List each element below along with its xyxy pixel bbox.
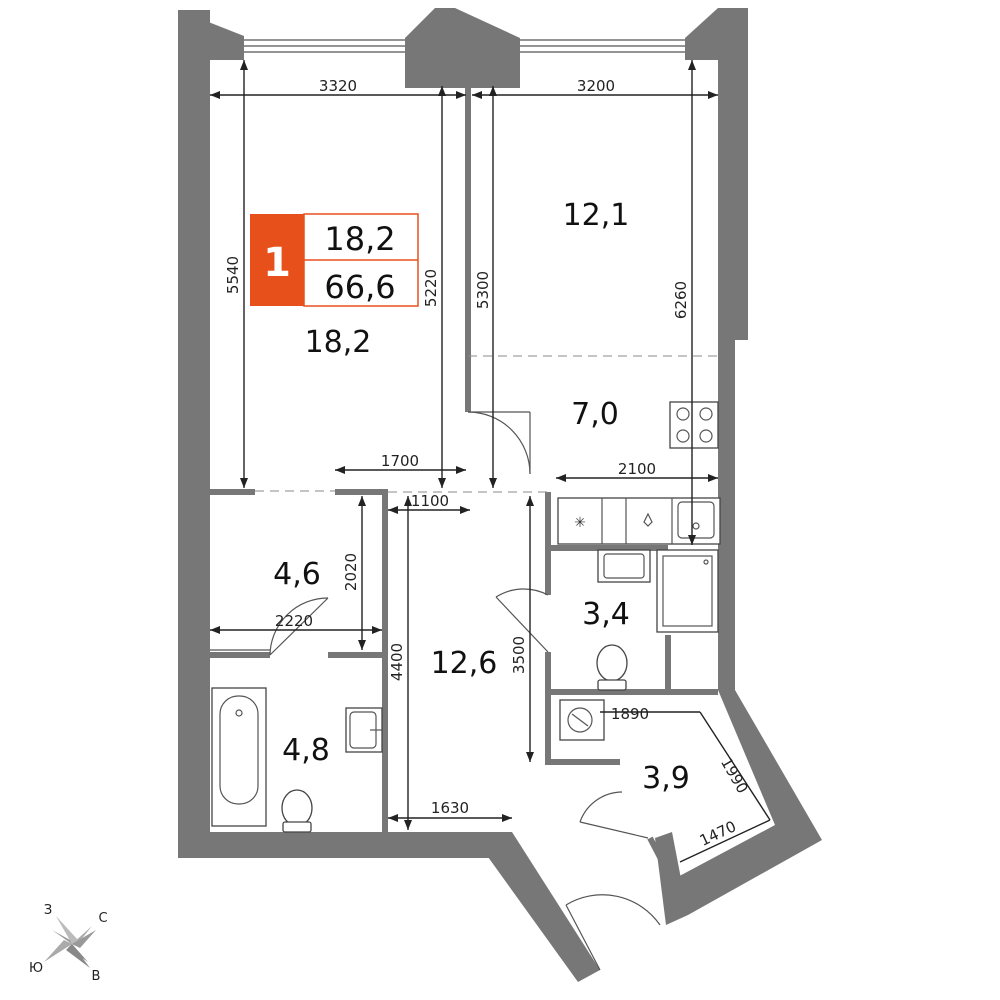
badge-total-area: 66,6 bbox=[324, 268, 395, 306]
compass-west: З bbox=[44, 903, 52, 918]
dim-bedroom-width: 3200 bbox=[577, 77, 615, 95]
dim-wardrobe-depth: 1990 bbox=[717, 754, 752, 796]
compass-south: Ю bbox=[29, 961, 43, 976]
dim-storage-height: 2020 bbox=[342, 553, 360, 591]
kitchen-sink-icon bbox=[677, 501, 715, 539]
door-storage bbox=[269, 597, 329, 656]
dishwasher-icon bbox=[643, 512, 653, 527]
dim-hall-bottom-width: 1630 bbox=[431, 799, 469, 817]
door-entrance bbox=[565, 894, 661, 971]
dim-living-inner-height: 5220 bbox=[422, 269, 440, 307]
area-wc: 3,4 bbox=[582, 597, 630, 632]
dim-wc-height: 3500 bbox=[510, 636, 528, 674]
badge-room-count: 1 bbox=[263, 240, 291, 286]
washbasin-icon bbox=[597, 549, 651, 583]
interior-partitions bbox=[210, 88, 718, 882]
dim-living-width: 3320 bbox=[319, 77, 357, 95]
stove-icon bbox=[669, 401, 719, 449]
area-living: 18,2 bbox=[305, 325, 372, 360]
toilet-icon bbox=[281, 789, 313, 833]
door-wardrobe bbox=[579, 791, 649, 839]
kitchen-counter: ✳ bbox=[557, 497, 721, 545]
doors bbox=[269, 411, 661, 971]
door-bedroom bbox=[467, 411, 531, 475]
compass-east: В bbox=[92, 969, 101, 984]
room-area-labels: 18,2 12,1 7,0 4,6 4,8 12,6 3,4 3,9 bbox=[273, 198, 690, 796]
bathroom-sink-icon bbox=[345, 707, 383, 753]
area-storage: 4,6 bbox=[273, 557, 321, 592]
wc-fixtures bbox=[559, 549, 719, 741]
dim-kitchen-width: 2100 bbox=[618, 460, 656, 478]
area-kitchen: 7,0 bbox=[571, 397, 619, 432]
boiler-icon bbox=[559, 699, 605, 741]
area-wardrobe: 3,9 bbox=[642, 761, 690, 796]
area-bedroom: 12,1 bbox=[563, 198, 630, 233]
door-wc bbox=[495, 588, 549, 653]
bathtub-icon bbox=[211, 687, 267, 827]
dim-hall-height: 4400 bbox=[388, 643, 406, 681]
windows bbox=[244, 39, 685, 53]
dimension-lines bbox=[210, 60, 771, 863]
compass-north: С bbox=[98, 911, 107, 926]
dim-living-lower-width: 1700 bbox=[381, 452, 419, 470]
dim-bedroom-height: 5300 bbox=[474, 271, 492, 309]
area-bathroom: 4,8 bbox=[282, 733, 330, 768]
compass-icon: З С Ю В bbox=[29, 903, 108, 984]
dim-living-height: 5540 bbox=[224, 256, 242, 294]
toilet-icon bbox=[596, 644, 628, 691]
shower-tray-icon bbox=[656, 549, 719, 633]
exterior-walls bbox=[178, 8, 822, 982]
room-separators bbox=[255, 355, 718, 493]
dim-hall-top-width: 1100 bbox=[411, 492, 449, 510]
badge-living-area: 18,2 bbox=[324, 220, 395, 258]
area-hall: 12,6 bbox=[431, 646, 498, 681]
dim-storage-width: 2220 bbox=[275, 612, 313, 630]
fridge-icon: ✳ bbox=[574, 515, 586, 531]
badge-accent bbox=[250, 214, 304, 306]
dim-wardrobe-width: 1890 bbox=[611, 705, 649, 723]
dim-right-height: 6260 bbox=[672, 281, 690, 319]
apartment-badge: 1 18,2 66,6 bbox=[250, 213, 419, 307]
bathroom-fixtures bbox=[211, 687, 383, 833]
